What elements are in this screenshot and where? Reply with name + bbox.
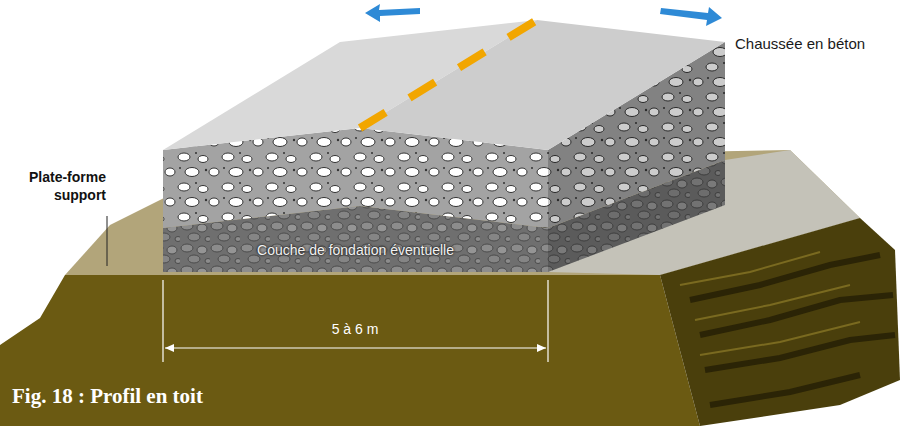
figure-caption: Fig. 18 : Profil en toit: [12, 384, 203, 409]
foundation-layer: Couche de fondation éventuelle: [163, 229, 548, 271]
part-label: Plate-forme support: [6, 168, 106, 204]
dimension-label: 5 à 6 m: [300, 320, 410, 338]
layer-label: Chaussée en béton: [735, 34, 895, 54]
layer-label: Couche de fondation éventuelle: [257, 242, 454, 258]
